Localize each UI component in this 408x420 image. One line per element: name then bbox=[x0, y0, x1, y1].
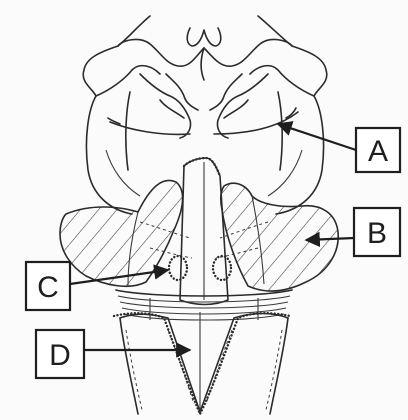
midbrain-tectum bbox=[179, 156, 229, 306]
label-b-box bbox=[352, 206, 402, 258]
label-c: C bbox=[24, 260, 170, 312]
arrow-a bbox=[276, 121, 357, 152]
colliculi-ovals bbox=[167, 254, 233, 282]
thalamus-outline bbox=[82, 15, 328, 215]
label-d-box bbox=[34, 328, 86, 380]
label-d: D bbox=[34, 328, 192, 380]
label-c-box bbox=[24, 260, 72, 312]
label-b: B bbox=[304, 206, 402, 258]
label-a-box bbox=[354, 126, 402, 174]
pons-band bbox=[115, 289, 293, 321]
label-d-text: D bbox=[49, 339, 71, 372]
medulla bbox=[112, 312, 292, 417]
label-b-text: B bbox=[367, 217, 387, 250]
arrow-b bbox=[304, 231, 355, 248]
central-dashed-lines bbox=[139, 221, 269, 259]
left-peduncle-hatched bbox=[59, 179, 184, 288]
label-c-text: C bbox=[37, 271, 59, 304]
right-peduncle-hatched bbox=[219, 182, 339, 292]
arrow-c bbox=[69, 264, 170, 286]
label-a-text: A bbox=[368, 135, 388, 168]
label-a: A bbox=[276, 121, 402, 174]
